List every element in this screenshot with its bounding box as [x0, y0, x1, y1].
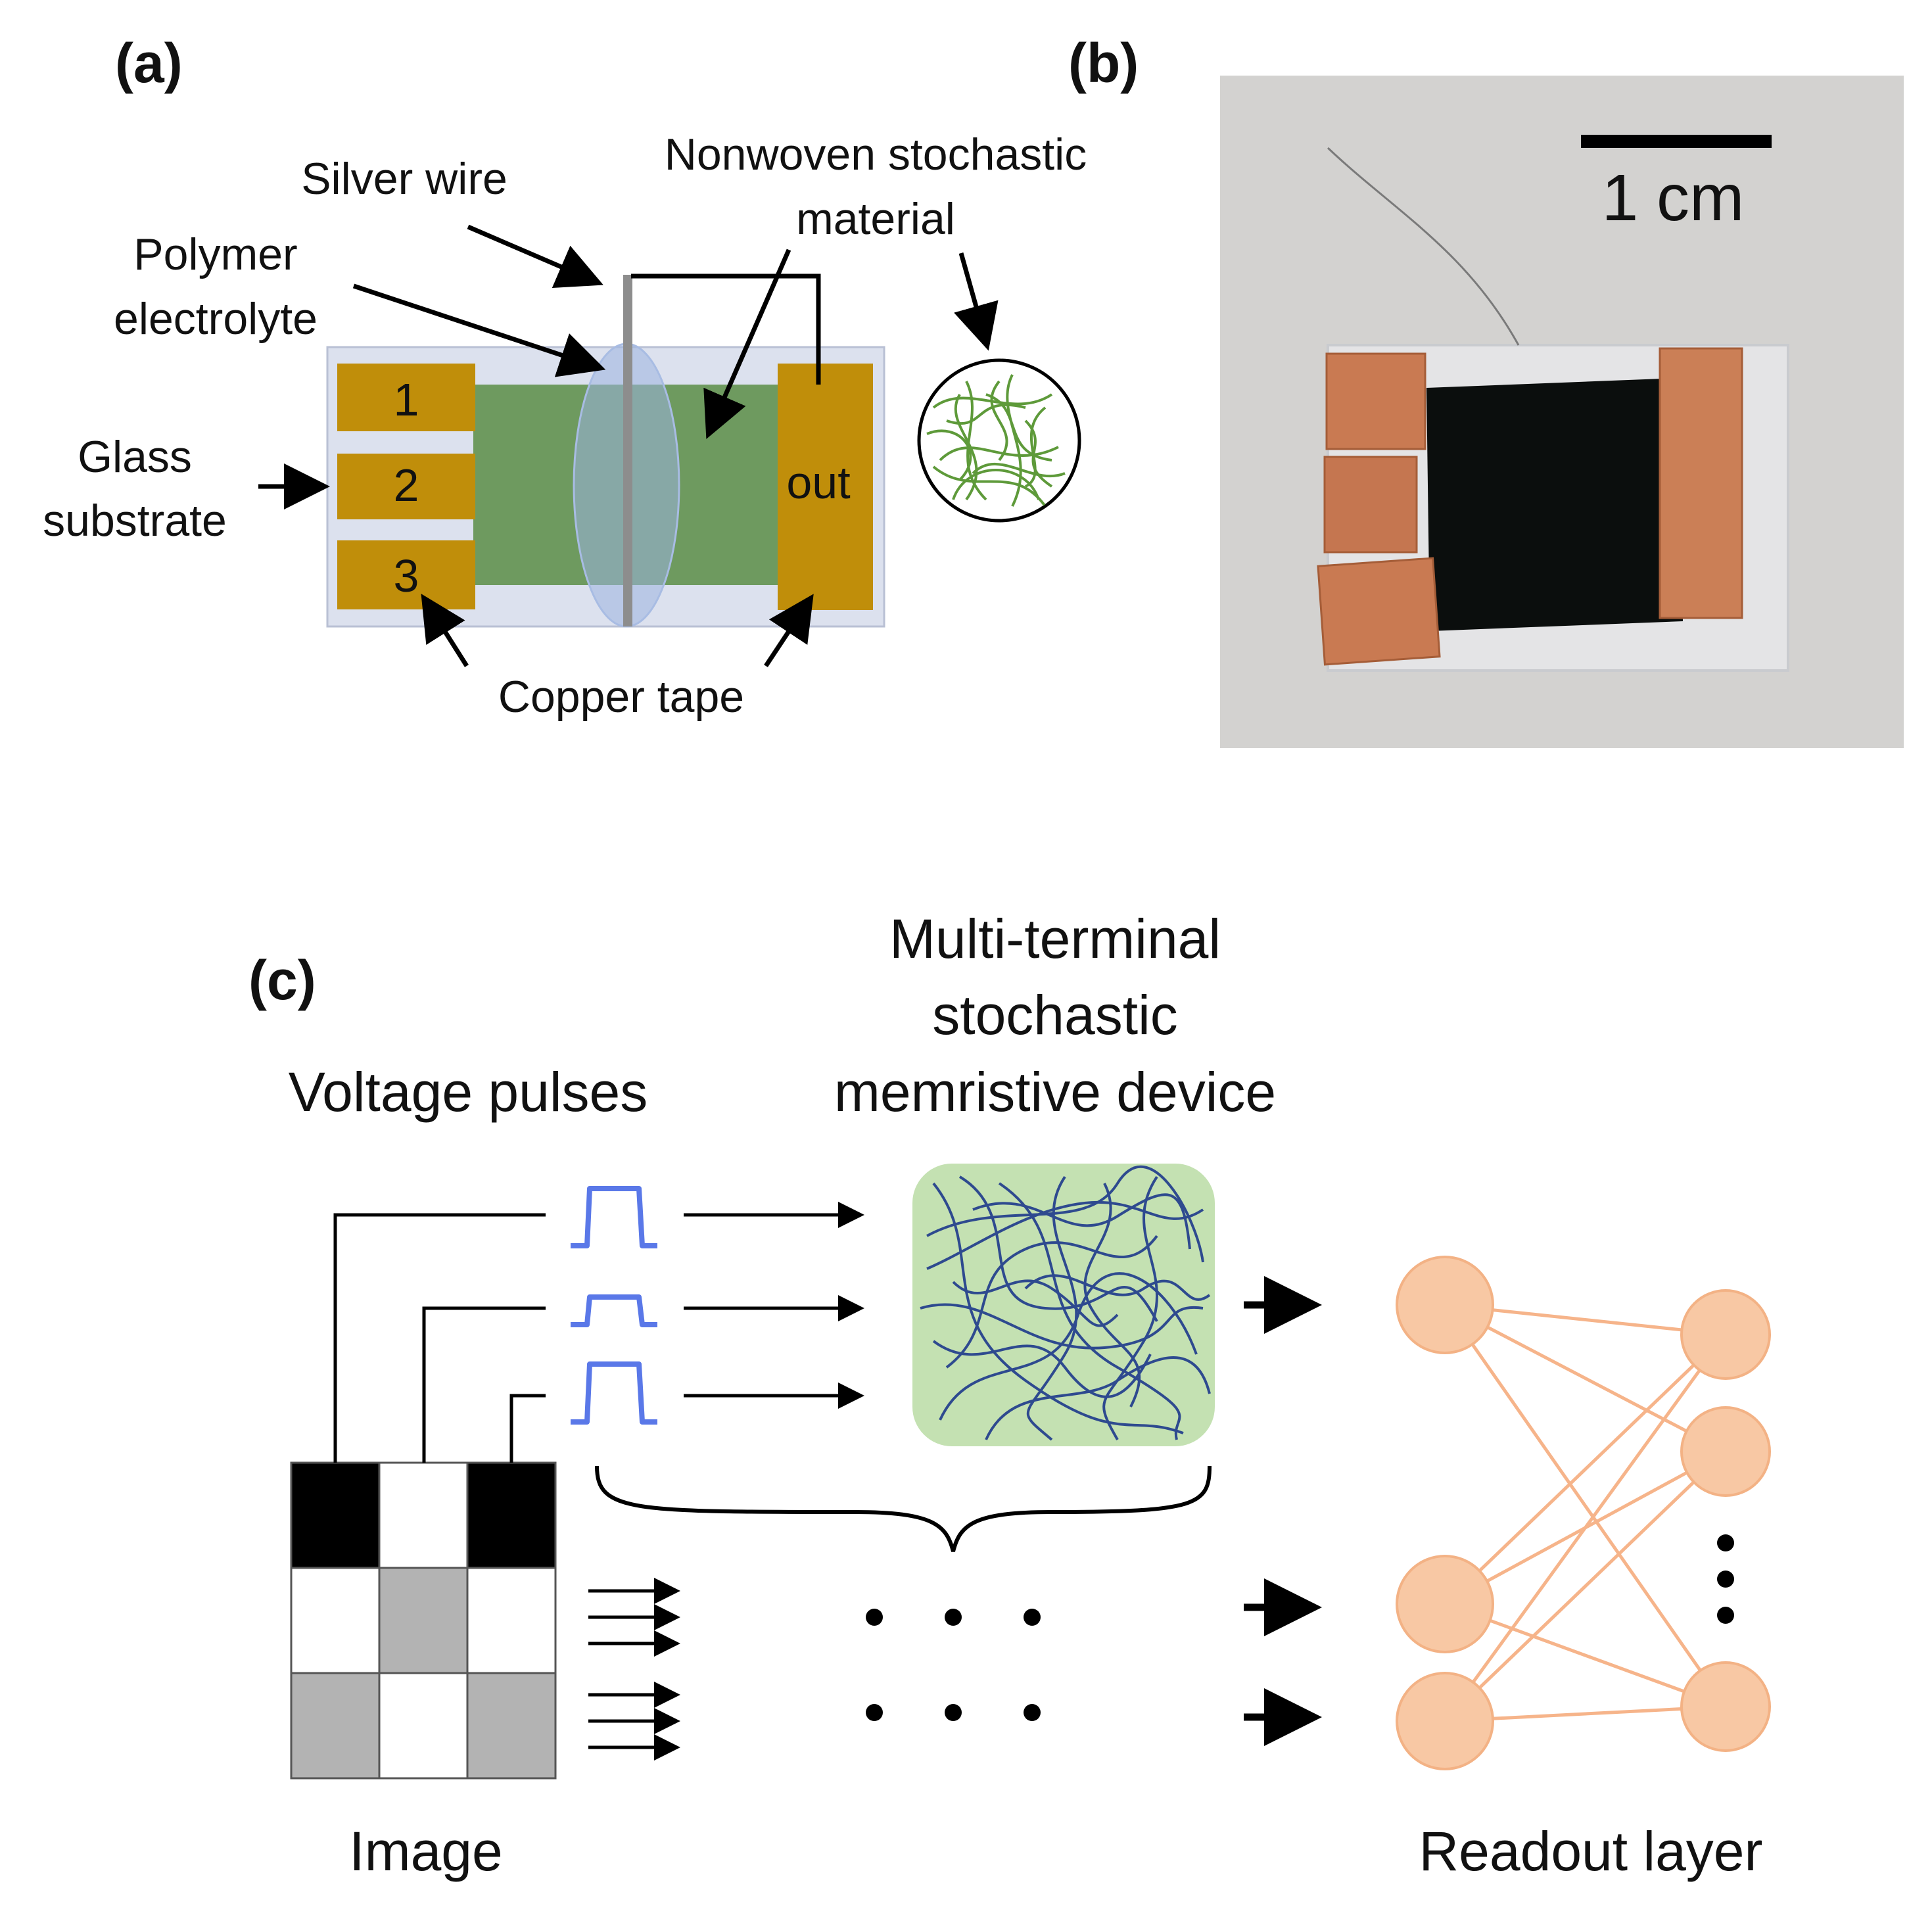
- wire-to-out: [631, 273, 821, 385]
- grid-cell: [290, 1567, 381, 1674]
- arrow-copper-left: [421, 594, 469, 667]
- photo-copper-1: [1325, 352, 1426, 450]
- fiber-inset: [917, 358, 1081, 523]
- grid-cell: [290, 1461, 381, 1569]
- device-label-2: stochastic: [932, 984, 1178, 1046]
- polymer-label-2: electrolyte: [114, 294, 318, 344]
- input-neuron: [1396, 1256, 1494, 1354]
- glass-label-2: substrate: [43, 496, 227, 546]
- panel-a-arrows: [258, 224, 999, 667]
- grid-cell: [466, 1672, 557, 1780]
- pulse-arrows: [684, 1202, 864, 1409]
- arrow-silver-wire: [467, 224, 603, 289]
- pixel-connectors: [333, 1213, 546, 1463]
- photo-copper-2: [1323, 456, 1418, 554]
- output-neuron: [1680, 1289, 1771, 1380]
- grid-cell: [466, 1567, 557, 1674]
- pulse-1: [571, 1186, 657, 1248]
- copper-pad-2: [337, 454, 475, 519]
- ellipsis-dots: [866, 1534, 1734, 1721]
- image-label: Image: [349, 1820, 502, 1882]
- photo-copper-3: [1317, 557, 1441, 666]
- output-neuron: [1680, 1661, 1771, 1752]
- readout-label: Readout layer: [1419, 1820, 1763, 1882]
- photo-copper-out: [1659, 347, 1743, 619]
- photo-black-material: [1426, 378, 1683, 631]
- panel-c-label: (c): [248, 949, 316, 1011]
- pad-1-label: 1: [394, 374, 419, 425]
- scale-bar: [1581, 135, 1772, 148]
- grid-cell: [378, 1461, 469, 1569]
- panel-c: (c) Voltage pulses Multi-terminal stocha…: [248, 908, 1771, 1882]
- panel-b: (b) 1 cm: [1068, 32, 1904, 748]
- image-grid: [290, 1461, 557, 1780]
- voltage-pulses-label: Voltage pulses: [289, 1061, 648, 1123]
- arrow-polymer: [352, 283, 606, 377]
- grid-cell: [466, 1461, 557, 1569]
- pad-3-label: 3: [394, 550, 419, 602]
- memristive-device: [912, 1164, 1215, 1446]
- arrow-material-inset: [954, 252, 999, 351]
- scale-bar-label: 1 cm: [1602, 161, 1745, 235]
- input-neuron: [1396, 1672, 1494, 1770]
- arrow-copper-right: [764, 594, 814, 667]
- pad-2-label: 2: [394, 460, 419, 511]
- copper-tape-label: Copper tape: [498, 672, 744, 722]
- input-neuron: [1396, 1555, 1494, 1653]
- device-label-3: memristive device: [834, 1061, 1276, 1123]
- silver-wire-label: Silver wire: [301, 154, 507, 204]
- arrow-nonwoven: [703, 248, 791, 439]
- polymer-label-1: Polymer: [133, 229, 297, 279]
- pad-out-label: out: [786, 457, 850, 508]
- grid-cell: [378, 1567, 469, 1674]
- silver-wire: [623, 275, 632, 627]
- panel-b-label: (b): [1068, 32, 1139, 94]
- glass-label-1: Glass: [78, 432, 192, 482]
- photo-wire: [1327, 147, 1520, 346]
- output-neuron: [1680, 1406, 1771, 1497]
- readout-arrows: [1244, 1276, 1322, 1746]
- pulse-2: [571, 1294, 657, 1327]
- pulse-3: [571, 1361, 657, 1425]
- copper-pad-1: [337, 364, 475, 431]
- readout-neurons: [1396, 1256, 1771, 1770]
- nonwoven-label-2: material: [796, 194, 955, 244]
- brace: [595, 1465, 1212, 1552]
- copper-pad-out: [778, 364, 873, 610]
- readout-connections: [1443, 1303, 1728, 1723]
- grid-cell: [378, 1672, 469, 1780]
- panel-a: (a) 1 2 3 out Silver wire Polymer electr…: [43, 32, 1087, 722]
- device-label-1: Multi-terminal: [889, 908, 1221, 970]
- grid-cell: [290, 1672, 381, 1780]
- nonwoven-label-1: Nonwoven stochastic: [665, 130, 1087, 179]
- panel-a-label: (a): [115, 32, 183, 94]
- voltage-pulse-icons: [571, 1186, 657, 1425]
- row-arrows: [588, 1578, 680, 1761]
